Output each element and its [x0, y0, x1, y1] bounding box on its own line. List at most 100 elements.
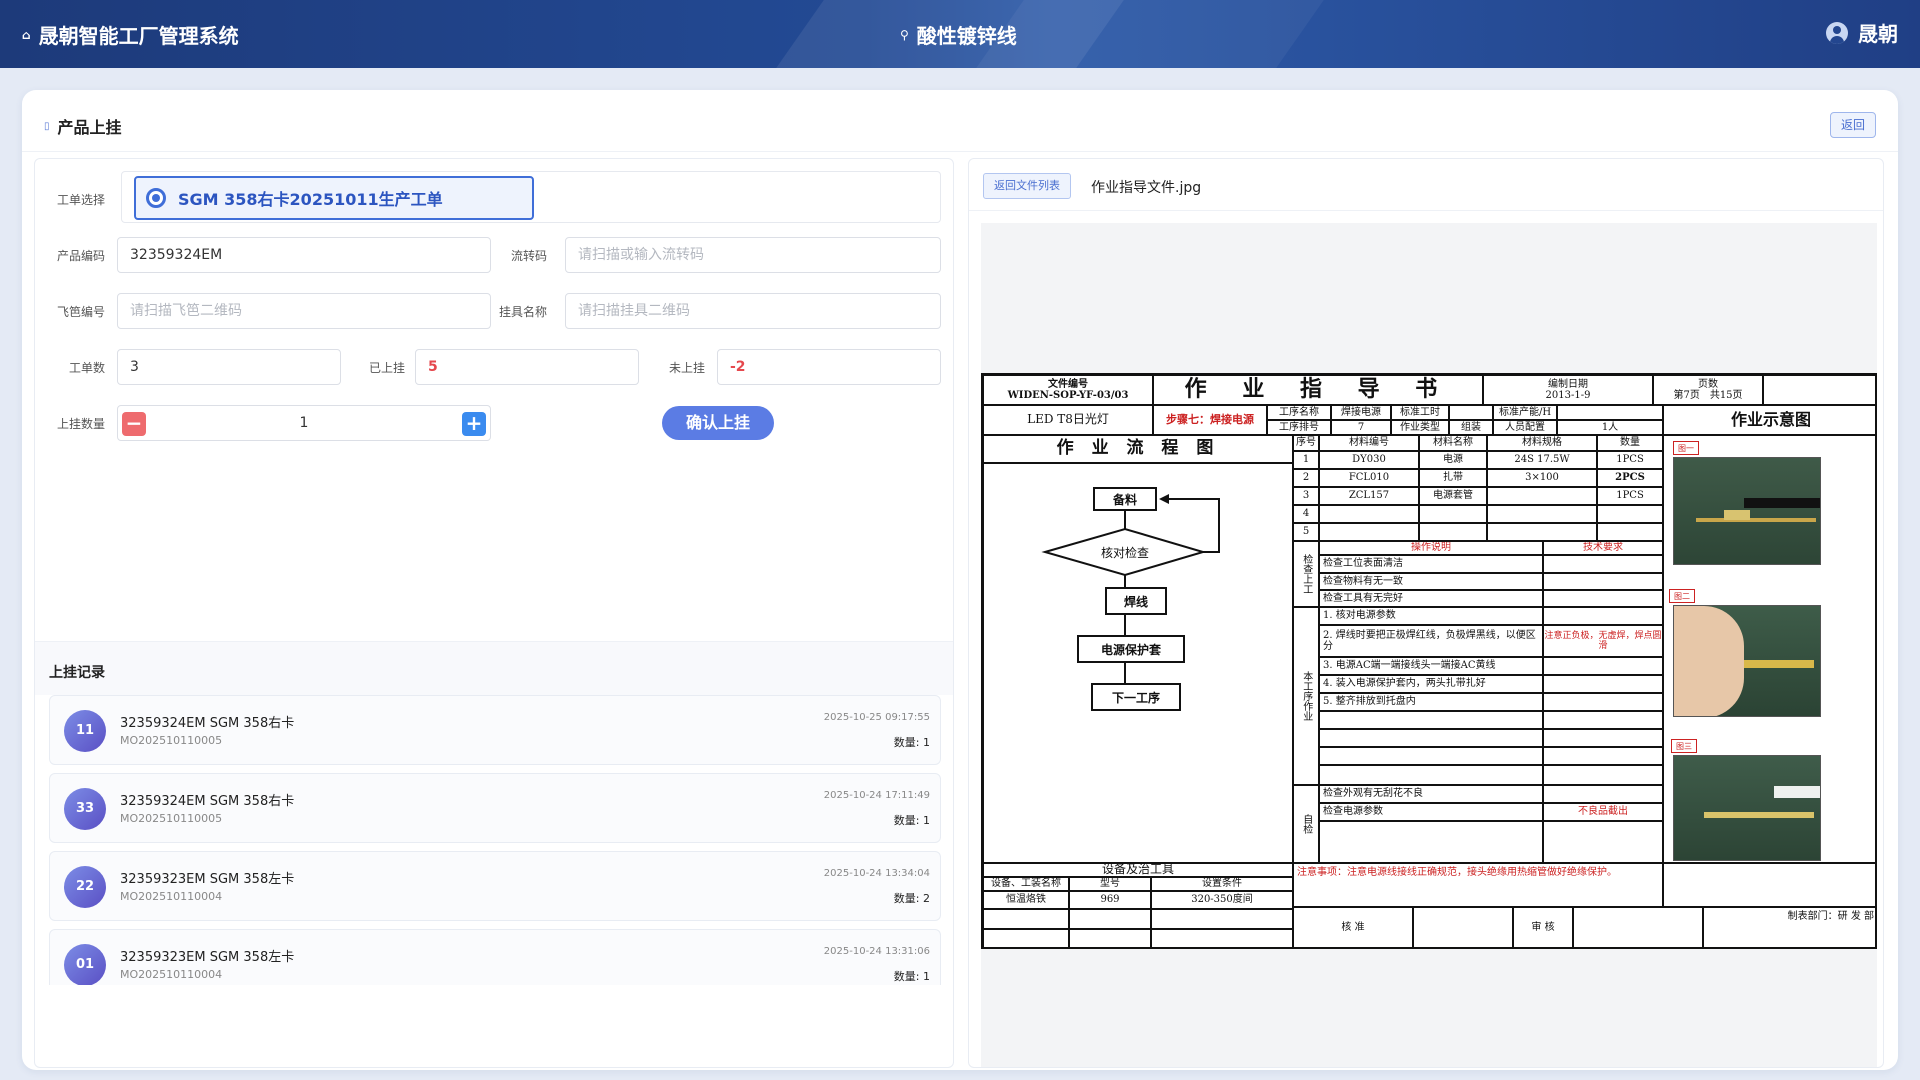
doc-file-no-cell: 文件编号 WIDEN-SOP-YF-03/03	[983, 375, 1153, 405]
work-order-option-label: SGM 358右卡20251011生产工单	[178, 190, 443, 209]
record-number-badge: 22	[64, 866, 106, 908]
doc-blank-cell	[1763, 375, 1875, 405]
mat-cell: 2	[1293, 469, 1319, 487]
work-order-label: 工单选择	[56, 193, 105, 207]
record-number-badge: 01	[64, 944, 106, 985]
doc-std-output-label: 标准产能/H	[1493, 405, 1557, 420]
page-title-text: 产品上挂	[57, 118, 122, 137]
equip-blank	[1069, 929, 1151, 947]
self-check-item: 检查外观有无刮花不良	[1319, 785, 1543, 803]
app-brand[interactable]: ⌂ 晟朝智能工厂管理系统	[22, 20, 239, 49]
confirm-hang-button[interactable]: 确认上挂	[662, 406, 774, 440]
radio-selected-icon	[146, 188, 166, 208]
doc-staff-label: 人员配置	[1493, 420, 1557, 435]
mat-cell	[1487, 505, 1597, 523]
hanger-label: 挂具名称	[498, 305, 547, 319]
mat-cell: 3	[1293, 487, 1319, 505]
op-item: 5. 整齐排放到托盘内	[1319, 693, 1543, 711]
mat-cell	[1487, 487, 1597, 505]
image-viewer[interactable]: 文件编号 WIDEN-SOP-YF-03/03 作 业 指 导 书 编制日期 2…	[981, 223, 1877, 1067]
self-check-label: 自检	[1293, 785, 1319, 863]
equip-blank	[983, 909, 1069, 929]
tech-cell	[1543, 590, 1663, 607]
record-time: 2025-10-25 09:17:55	[823, 712, 930, 723]
tech-cell	[1543, 607, 1663, 625]
hanging-form-panel: 工单选择 SGM 358右卡20251011生产工单 产品编码 32359324…	[34, 158, 954, 1068]
home-icon: ⌂	[22, 27, 31, 42]
note-blank	[1663, 863, 1875, 907]
record-time: 2025-10-24 17:11:49	[823, 790, 930, 801]
file-name: 作业指导文件.jpg	[1091, 180, 1202, 196]
doc-pages-label: 页数	[1698, 378, 1718, 390]
op-item: 3. 电源AC端一端接线头一端接AC黄线	[1319, 657, 1543, 675]
doc-proc-name-label: 工序名称	[1267, 405, 1331, 420]
tech-cell: 注意正负极，无虚焊，焊点圆滑	[1543, 625, 1663, 657]
record-qty: 数量: 1	[893, 736, 930, 749]
check-item: 检查工位表面清洁	[1319, 555, 1543, 573]
records-header: 上挂记录	[35, 641, 953, 695]
doc-date: 2013-1-9	[1545, 390, 1591, 401]
record-title: 32359324EM SGM 358右卡	[120, 716, 295, 731]
op-blank	[1319, 765, 1543, 785]
diagram-area	[1663, 435, 1875, 863]
doc-std-time-label: 标准工时	[1391, 405, 1449, 420]
work-instruction-document: 文件编号 WIDEN-SOP-YF-03/03 作 业 指 导 书 编制日期 2…	[981, 373, 1877, 949]
equip-header: 设置条件	[1151, 877, 1293, 891]
increment-button[interactable]: +	[462, 412, 486, 436]
approve-label: 核 准	[1293, 907, 1413, 947]
record-item[interactable]: 01 32359323EM SGM 358左卡 MO202510110004 2…	[49, 929, 941, 985]
records-list[interactable]: 11 32359324EM SGM 358右卡 MO202510110005 2…	[49, 695, 941, 985]
op-item: 1. 核对电源参数	[1319, 607, 1543, 625]
doc-date-label: 编制日期	[1548, 378, 1588, 390]
record-item[interactable]: 11 32359324EM SGM 358右卡 MO202510110005 2…	[49, 695, 941, 765]
flow-step: 电源保护套	[1077, 635, 1185, 663]
record-item[interactable]: 33 32359324EM SGM 358右卡 MO202510110005 2…	[49, 773, 941, 843]
mat-header: 材料编号	[1319, 435, 1419, 451]
photo-3-image	[1673, 755, 1821, 861]
decrement-button[interactable]: −	[122, 412, 146, 436]
top-bar: ⌂ 晟朝智能工厂管理系统 ⚲ 酸性镀锌线 晟朝	[0, 0, 1920, 68]
hang-qty-value[interactable]: 1	[299, 415, 309, 431]
hanger-input[interactable]: 请扫描挂具二维码	[565, 293, 941, 329]
user-name: 晟朝	[1858, 22, 1898, 46]
records-title: 上挂记录	[49, 665, 105, 681]
mat-cell: 2PCS	[1597, 469, 1663, 487]
record-item[interactable]: 22 32359323EM SGM 358左卡 MO202510110004 2…	[49, 851, 941, 921]
doc-note: 注意事项：注意电源线接线正确规范，接头绝缘用热缩管做好绝缘保护。	[1293, 863, 1663, 907]
rack-no-input[interactable]: 请扫描飞笆二维码	[117, 293, 491, 329]
back-to-files-button[interactable]: 返回文件列表	[983, 173, 1071, 199]
tech-cell	[1543, 693, 1663, 711]
picture-tag: 图二	[1669, 589, 1695, 603]
hang-qty-stepper: − 1 +	[117, 405, 491, 441]
file-bar: 返回文件列表 作业指导文件.jpg	[969, 159, 1883, 211]
record-title: 32359324EM SGM 358右卡	[120, 794, 295, 809]
unhung-qty-field: -2	[717, 349, 941, 385]
self-check-item: 检查电源参数	[1319, 803, 1543, 821]
tech-cell	[1543, 573, 1663, 590]
mat-cell	[1319, 505, 1419, 523]
back-button[interactable]: 返回	[1829, 112, 1876, 138]
proc-section-label: 本工序作业	[1293, 607, 1319, 785]
record-time: 2025-10-24 13:31:06	[823, 946, 930, 957]
mat-cell: 24S 17.5W	[1487, 451, 1597, 469]
flow-connectors	[1041, 494, 1220, 683]
product-code-input[interactable]: 32359324EM	[117, 237, 491, 273]
record-order: MO202510110004	[120, 890, 223, 903]
doc-proc-no-label: 工序排号	[1267, 420, 1331, 435]
record-title: 32359323EM SGM 358左卡	[120, 872, 295, 887]
equip-blank	[1069, 909, 1151, 929]
op-item: 4. 装入电源保护套内，两头扎带扎好	[1319, 675, 1543, 693]
mat-cell	[1419, 523, 1487, 541]
mat-cell: 电源	[1419, 451, 1487, 469]
mat-header: 材料规格	[1487, 435, 1597, 451]
user-avatar-icon	[1826, 21, 1848, 44]
flow-code-input[interactable]: 请扫描或输入流转码	[565, 237, 941, 273]
doc-file-no-label: 文件编号	[1048, 378, 1088, 390]
hung-label: 已上挂	[368, 361, 405, 375]
work-order-option[interactable]: SGM 358右卡20251011生产工单	[134, 176, 534, 220]
title-marker-icon: ▯	[44, 120, 50, 132]
user-menu[interactable]: 晟朝	[1826, 18, 1898, 47]
doc-title: 作 业 指 导 书	[1153, 375, 1483, 405]
check-item: 检查物料有无一致	[1319, 573, 1543, 590]
order-qty-label: 工单数	[68, 361, 105, 375]
